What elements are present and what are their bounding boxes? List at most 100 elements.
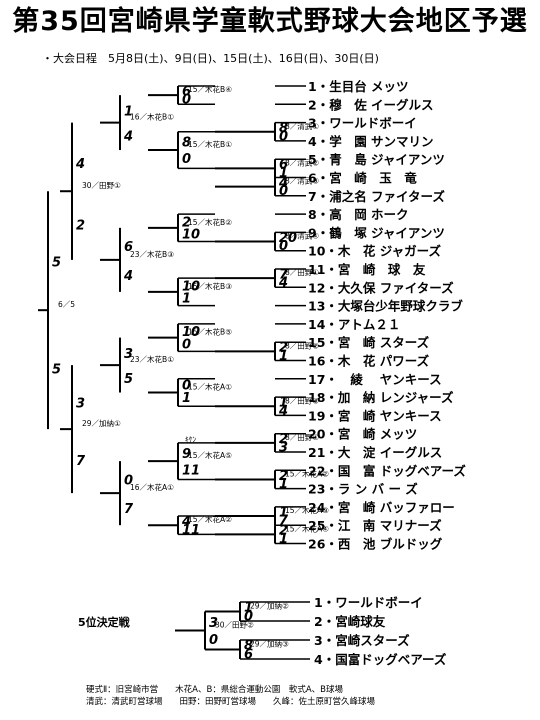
fifth-semi-score-upper: 8 (244, 639, 253, 654)
r3-match-score-upper: 1 (124, 105, 133, 120)
fifth-semi-score-lower: 6 (244, 647, 253, 662)
team-name: 22・国 富 ドッグベアーズ (308, 463, 466, 478)
r1-match-score-lower: 1 (279, 477, 288, 492)
r2-match-score-lower: 10 (182, 228, 200, 243)
r1-match-score-lower: 3 (279, 440, 288, 455)
r1-match-score-upper: 1 (279, 396, 288, 411)
schedule-text: ・大会日程 5月8日(土)、9日(日)、15日(土)、16日(日)、30日(日) (42, 52, 379, 65)
fifth-team-name: 3・宮崎スターズ (314, 633, 410, 648)
team-name: 12・大久保 ファイターズ (308, 280, 454, 295)
r2-match-score-upper: 4 (181, 515, 191, 530)
fifth-semi-score-lower: 0 (244, 609, 253, 624)
fifth-semi-venue: 29／加納③ (250, 639, 289, 649)
r1-match-score-upper: 4 (278, 176, 288, 191)
r1-match-venue: 15／木花A④ (285, 523, 329, 533)
r1-match-venue: 8／田野② (285, 341, 319, 350)
venue-legend-line: 清武：清武町営球場 田野：田野町営球場 久峰：佐土原町営久峰球場 (86, 697, 376, 707)
r1-match-score-lower: 1 (279, 349, 288, 364)
r2-match-score-upper: 9 (182, 447, 191, 462)
fifth-semi-venue: 29／加納② (250, 601, 289, 611)
r1-match-score-lower: 0 (279, 184, 288, 199)
r1-match-venue: 8／清武④ (285, 231, 319, 241)
r1-match-venue: 8／田野① (285, 268, 319, 277)
r2-match-venue: 15／木花B① (188, 139, 232, 149)
note-text: ｷｹﾝ (185, 435, 196, 444)
r1-match-score-upper: 7 (279, 267, 289, 282)
team-name: 1・生目台 メッツ (308, 79, 409, 94)
team-name: 20・宮 崎 メッツ (308, 427, 417, 442)
team-name: 17・ 綾 ヤンキース (308, 372, 442, 387)
team-name: 8・高 岡 ホーク (308, 207, 409, 222)
r1-match-venue: 8／清武③ (285, 176, 319, 186)
team-name: 15・宮 崎 スターズ (308, 335, 430, 350)
fifth-final-score-upper: 3 (209, 616, 218, 631)
r2-match-venue: 15／木花A① (188, 382, 232, 392)
r4-match-venue: 29／加納① (82, 418, 121, 428)
r2-match-score-lower: 11 (182, 523, 200, 538)
r1-match-score-upper: 20 (279, 231, 297, 246)
r1-match-score-upper: 1 (279, 505, 288, 520)
r2-match-score-upper: 10 (182, 325, 200, 340)
final-match-venue: 6／5 (58, 300, 75, 309)
venue-legend-line: 硬式Ⅱ：旧宮崎市営 木花A、B：県総合運動公園 軟式A、B球場 (86, 685, 343, 695)
r3-match-venue: 23／木花B③ (130, 249, 174, 259)
r3-match-score-lower: 5 (124, 372, 133, 387)
fifth-final-score-lower: 0 (209, 633, 218, 648)
r1-match-score-upper: 2 (279, 469, 288, 484)
r2-match-venue: 15／木花B② (188, 217, 232, 227)
r2-match-venue: 15／木花A⑤ (188, 450, 232, 460)
r2-match-score-upper: 1 (182, 391, 191, 406)
r1-match-score-lower: 7 (279, 514, 289, 529)
r3-match-score-upper: 0 (124, 473, 133, 488)
team-name: 4・学 園 サンマリン (308, 134, 434, 149)
fifth-team-name: 1・ワールドボーイ (314, 595, 423, 610)
r3-match-score-lower: 7 (124, 502, 134, 517)
r2-match-score-upper: 6 (182, 84, 191, 99)
team-name: 16・木 花 パワーズ (308, 354, 430, 369)
team-name: 11・宮 崎 球 友 (308, 262, 426, 277)
team-name: 26・西 池 ブルドッグ (308, 537, 443, 552)
r1-match-score-lower: 1 (279, 532, 288, 547)
r2-match-score-upper: 2 (182, 215, 191, 230)
r3-match-score-lower: 4 (123, 269, 133, 284)
r2-match-score-lower: 0 (182, 152, 191, 167)
team-name: 14・アトム２１ (308, 317, 400, 332)
r3-match-score-lower: 4 (123, 129, 133, 144)
r1-match-score-lower: 4 (278, 404, 288, 419)
r2-match-venue: 15／木花B⑤ (188, 327, 232, 337)
r4-match-score-upper: 4 (75, 157, 85, 172)
team-name: 25・江 南 マリナーズ (308, 518, 442, 533)
r3-match-venue: 23／木花B① (130, 354, 174, 364)
team-name: 3・ワールドボーイ (308, 116, 417, 131)
venue-legend: 硬式Ⅱ：旧宮崎市営 木花A、B：県総合運動公園 軟式A、B球場 清武：清武町営球… (86, 684, 375, 708)
team-name: 19・宮 崎 ヤンキース (308, 408, 442, 423)
fifth-team-name: 2・宮崎球友 (314, 614, 386, 629)
team-name: 24・宮 崎 バッファロー (308, 500, 455, 515)
r3-match-score-upper: 3 (124, 347, 133, 362)
r1-match-venue: 8／田野④ (285, 433, 319, 442)
r1-match-score-upper: 2 (279, 341, 288, 356)
r4-match-venue: 30／田野① (82, 181, 121, 190)
r1-match-score-lower: 0 (279, 129, 288, 144)
r2-match-score-lower: 0 (182, 379, 191, 394)
final-match-score-lower: 5 (52, 363, 61, 378)
r3-match-venue: 16／木花A① (130, 482, 174, 492)
r1-match-venue: 8／清武② (285, 157, 319, 167)
r1-match-venue: 8／田野③ (285, 396, 319, 405)
r2-match-score-lower: 0 (182, 337, 191, 352)
r4-match-score-upper: 3 (76, 397, 85, 412)
team-name: 10・木 花 ジャガーズ (308, 244, 441, 259)
team-name: 21・大 淀 イーグルス (308, 445, 442, 460)
fifth-final-venue: 30／田野② (215, 621, 254, 630)
page-title: 第35回宮崎県学童軟式野球大会地区予選 (12, 6, 528, 37)
r2-match-score-lower: 1 (182, 292, 191, 307)
team-name: 9・鶴 塚 ジャイアンツ (308, 225, 445, 240)
fifth-place-label: 5位決定戦 (78, 616, 130, 629)
r1-match-score-upper: 2 (279, 524, 288, 539)
r3-match-venue: 16／木花B① (130, 112, 174, 122)
r1-match-score-lower: 1 (279, 166, 288, 181)
team-name: 13・大塚台少年野球クラブ (308, 299, 463, 314)
r4-match-score-lower: 2 (76, 219, 85, 234)
